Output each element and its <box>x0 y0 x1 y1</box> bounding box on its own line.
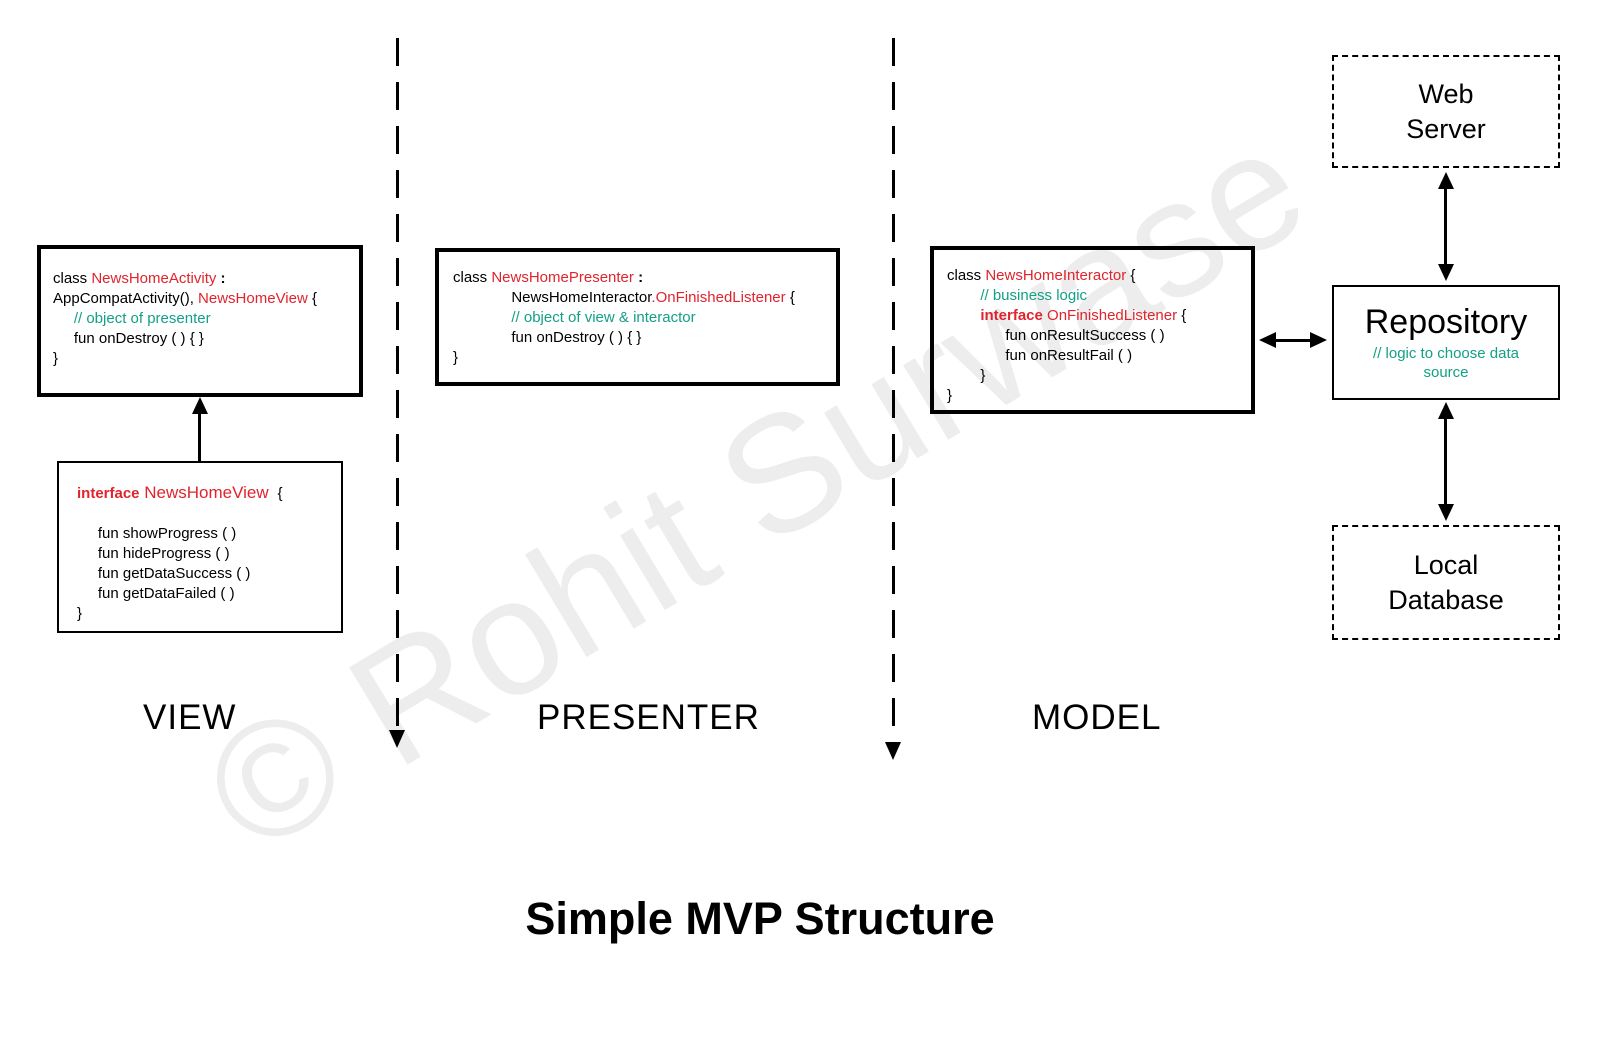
code-line: fun getDataSuccess ( ) <box>77 565 251 582</box>
code-line: fun onResultSuccess ( ) <box>947 327 1165 344</box>
code-line: } <box>947 367 986 384</box>
code-line: class NewsHomeInteractor { <box>947 267 1136 284</box>
section-label-presenter: PRESENTER <box>537 698 760 737</box>
web-server-label-line1: Web <box>1418 78 1474 109</box>
repository-localdb-arrowhead-bottom-icon <box>1438 504 1454 521</box>
view-inheritance-arrow-line <box>198 412 201 461</box>
code-line: AppCompatActivity(), NewsHomeView { <box>53 290 317 307</box>
code-line: fun hideProgress ( ) <box>77 545 230 562</box>
webserver-repository-arrow-line <box>1444 185 1447 270</box>
repository-comment-line1: // logic to choose data <box>1373 345 1519 362</box>
separator-presenter-model <box>892 38 895 738</box>
separator-view-presenter-arrowhead-icon <box>389 730 405 748</box>
diagram-title: Simple MVP Structure <box>525 893 995 944</box>
repository-box: Repository // logic to choose data sourc… <box>1332 285 1560 400</box>
code-line: } <box>453 349 459 366</box>
interactor-repository-arrowhead-right-icon <box>1310 332 1327 348</box>
repository-localdb-arrow-line <box>1444 415 1447 507</box>
local-database-box: Local Database <box>1332 525 1560 640</box>
code-line <box>77 504 335 524</box>
code-line: class NewsHomePresenter : <box>453 269 644 286</box>
local-database-label-line2: Database <box>1388 584 1504 615</box>
code-line: } <box>947 387 953 404</box>
webserver-repository-arrowhead-top-icon <box>1438 172 1454 189</box>
code-line: interface NewsHomeView { <box>77 483 283 502</box>
code-line: fun onDestroy ( ) { } <box>53 330 204 347</box>
repository-comment-line2: source <box>1423 364 1469 381</box>
code-line: } <box>77 605 83 622</box>
code-line: class NewsHomeActivity : <box>53 270 226 287</box>
separator-view-presenter <box>396 38 399 728</box>
code-line: // object of view & interactor <box>453 309 696 326</box>
repository-localdb-arrowhead-top-icon <box>1438 402 1454 419</box>
code-line: // business logic <box>947 287 1088 304</box>
interactor-repository-arrowhead-left-icon <box>1259 332 1276 348</box>
code-line: NewsHomeInteractor.OnFinishedListener { <box>453 289 795 306</box>
code-line: } <box>53 350 59 367</box>
interactor-repository-arrow-line <box>1270 339 1315 342</box>
code-line: interface OnFinishedListener { <box>980 307 1187 324</box>
interactor-class-box: class NewsHomeInteractor { // business l… <box>930 246 1255 414</box>
local-database-label-line1: Local <box>1413 549 1479 580</box>
web-server-label-line2: Server <box>1406 113 1486 144</box>
section-label-model: MODEL <box>1032 698 1162 737</box>
presenter-class-box: class NewsHomePresenter : NewsHomeIntera… <box>435 248 840 386</box>
code-line: fun showProgress ( ) <box>77 525 237 542</box>
code-line: // object of presenter <box>53 310 211 327</box>
view-interface-box: interface NewsHomeView { fun showProgres… <box>57 461 343 633</box>
section-label-view: VIEW <box>143 698 237 737</box>
webserver-repository-arrowhead-bottom-icon <box>1438 264 1454 281</box>
watermark-text: © Rohit Surwase <box>175 91 1334 888</box>
separator-presenter-model-arrowhead-icon <box>885 742 901 760</box>
activity-class-box: class NewsHomeActivity : AppCompatActivit… <box>37 245 363 397</box>
web-server-box: Web Server <box>1332 55 1560 168</box>
code-line: fun onResultFail ( ) <box>947 347 1133 364</box>
repository-label: Repository <box>1364 303 1528 341</box>
code-line: fun onDestroy ( ) { } <box>453 329 642 346</box>
code-line: fun getDataFailed ( ) <box>77 585 235 602</box>
view-inheritance-arrowhead-icon <box>192 397 208 414</box>
